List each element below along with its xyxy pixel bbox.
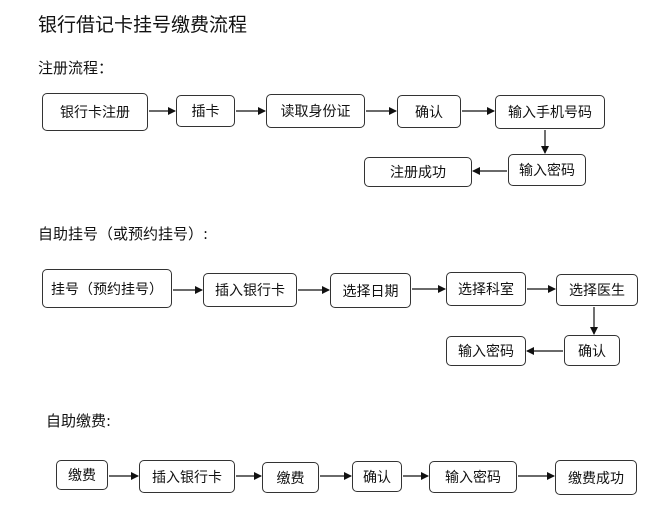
step-confirm-3: 确认 (352, 461, 402, 492)
step-pay-2: 缴费 (262, 462, 319, 493)
step-bank-card-register: 银行卡注册 (42, 93, 148, 131)
step-pay-success: 缴费成功 (555, 460, 637, 495)
step-insert-card: 插卡 (176, 95, 235, 127)
page-title: 银行借记卡挂号缴费流程 (38, 14, 248, 36)
step-insert-bank-card: 插入银行卡 (203, 273, 297, 307)
heading-registration: 注册流程： (38, 59, 114, 77)
step-insert-bank-card-2: 插入银行卡 (139, 460, 235, 493)
step-select-date: 选择日期 (330, 273, 411, 308)
step-register-appointment: 挂号（预约挂号） (42, 269, 172, 308)
step-read-id-card: 读取身份证 (266, 94, 365, 128)
heading-self-payment: 自助缴费: (46, 412, 112, 430)
step-confirm-2: 确认 (564, 335, 620, 366)
step-enter-phone-number: 输入手机号码 (495, 95, 605, 129)
step-select-doctor: 选择医生 (556, 274, 638, 306)
step-register-success: 注册成功 (364, 157, 472, 187)
heading-self-registration: 自助挂号（或预约挂号）: (38, 225, 209, 243)
step-pay: 缴费 (56, 460, 108, 490)
step-confirm: 确认 (397, 95, 461, 128)
step-enter-password-3: 输入密码 (429, 461, 517, 493)
step-enter-password-2: 输入密码 (446, 336, 526, 366)
step-enter-password: 输入密码 (508, 154, 586, 186)
step-select-department: 选择科室 (446, 272, 526, 306)
